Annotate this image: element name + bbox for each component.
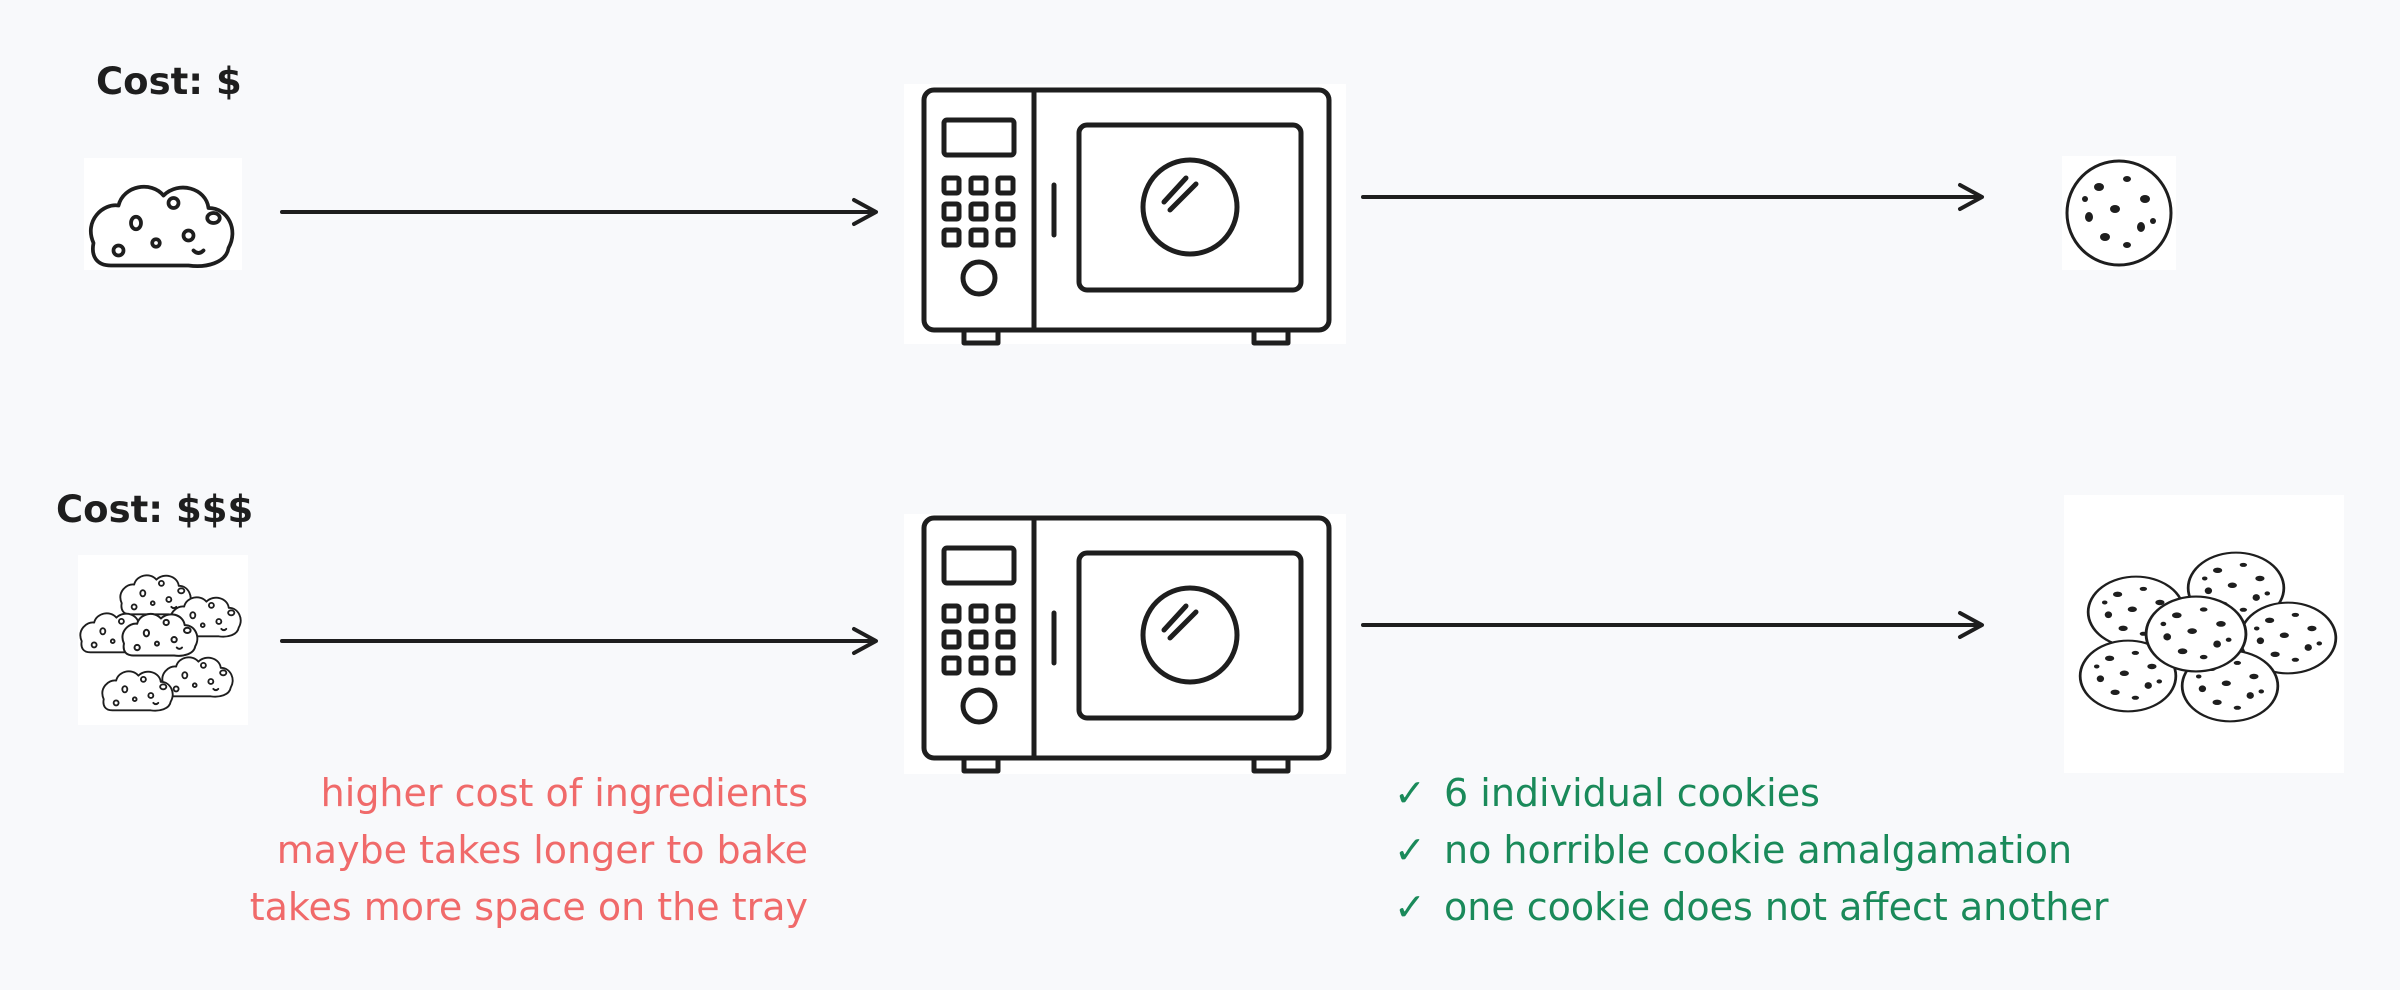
pros-item-text: no horrible cookie amalgamation <box>1444 828 2073 872</box>
cost-label-single: Cost: $ <box>96 60 242 103</box>
pros-item-text: one cookie does not affect another <box>1444 885 2109 929</box>
arrowhead-1 <box>852 198 878 226</box>
check-icon: ✓ <box>1394 771 1426 815</box>
cost-label-batch: Cost: $$$ <box>56 488 254 531</box>
cookie-icon <box>2065 159 2173 267</box>
check-icon: ✓ <box>1394 885 1426 929</box>
cons-item: takes more space on the tray <box>249 885 808 929</box>
cons-item: maybe takes longer to bake <box>276 828 808 872</box>
arrowhead-3 <box>852 627 878 655</box>
arrowhead-4 <box>1958 611 1984 639</box>
pros-item: ✓ one cookie does not affect another <box>1394 879 2108 936</box>
cons-list: higher cost of ingredients maybe takes l… <box>250 765 808 936</box>
cons-item: higher cost of ingredients <box>320 771 808 815</box>
pros-list: ✓ 6 individual cookies ✓ no horrible cooki… <box>1394 765 2108 936</box>
pros-item-text: 6 individual cookies <box>1444 771 1820 815</box>
arrowhead-2 <box>1958 183 1984 211</box>
pros-item: ✓ no horrible cookie amalgamation <box>1394 822 2108 879</box>
microwave-oven-icon-2 <box>924 518 1329 771</box>
pros-item: ✓ 6 individual cookies <box>1394 765 2108 822</box>
microwave-oven-icon-1 <box>924 90 1329 343</box>
check-icon: ✓ <box>1394 828 1426 872</box>
